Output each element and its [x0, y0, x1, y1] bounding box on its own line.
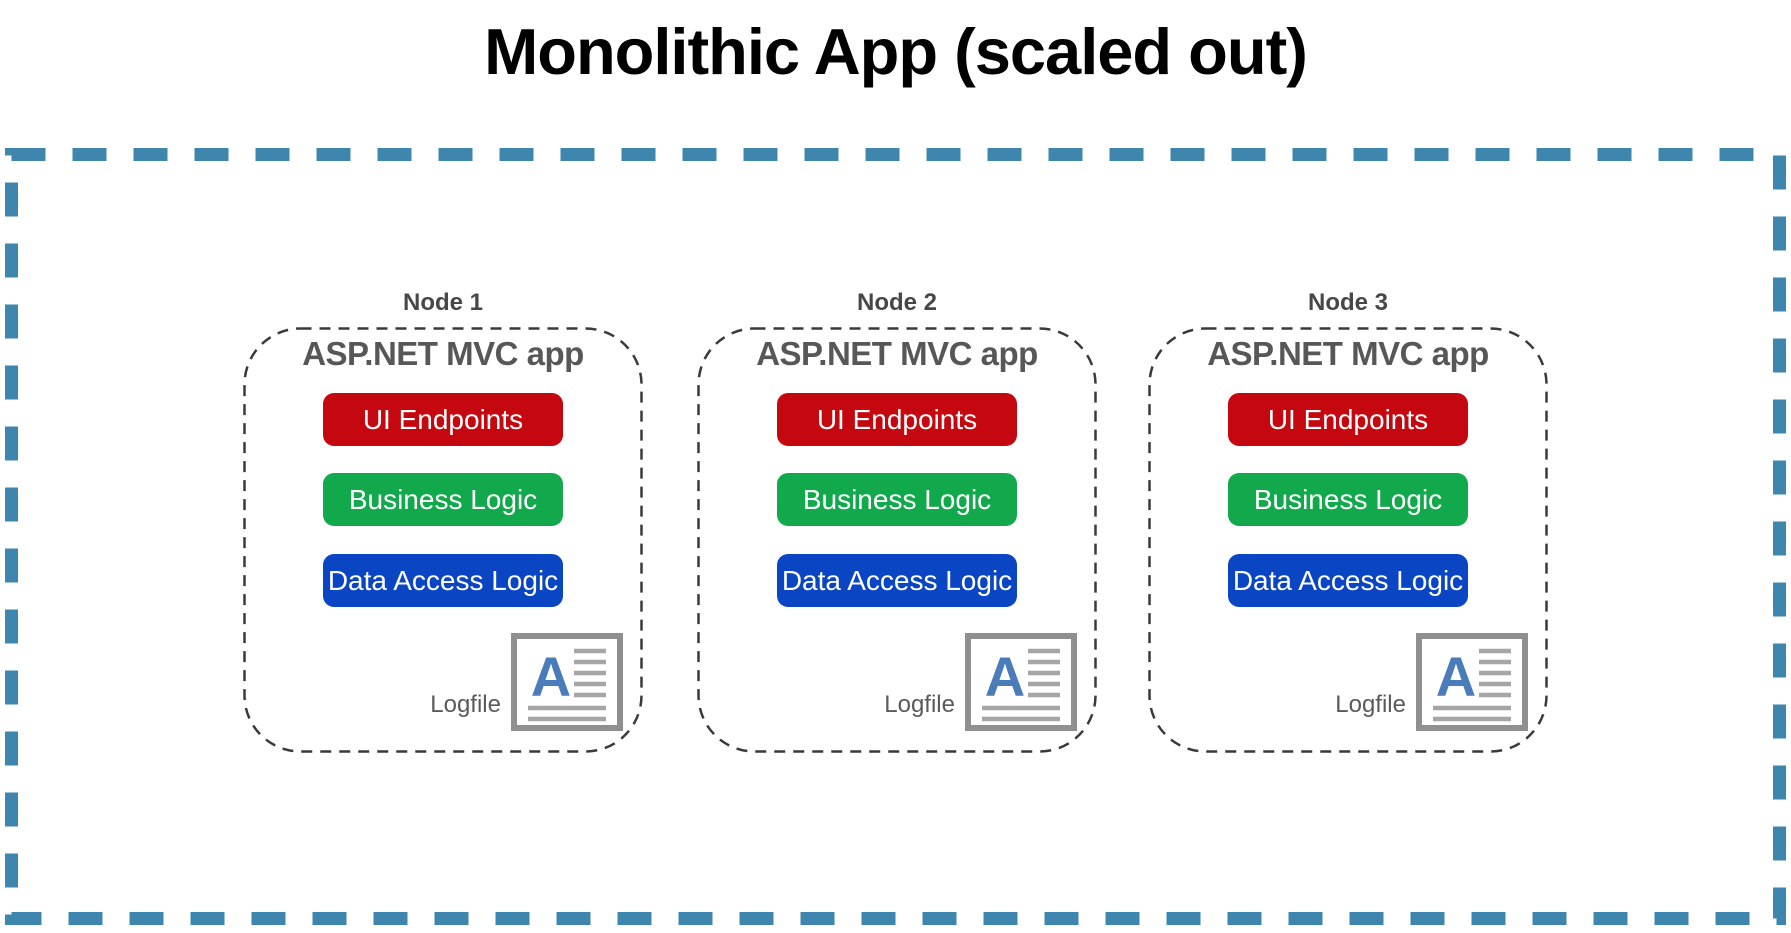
- node-2-logfile-row: Logfile A: [697, 633, 1097, 731]
- node-2-label: Node 2: [856, 289, 937, 316]
- node-3-box: ASP.NET MVC app UI Endpoints Business Lo…: [1148, 327, 1548, 753]
- logfile-icon: A: [511, 633, 623, 731]
- node-3-data-access-logic-layer: Data Access Logic: [1228, 554, 1468, 607]
- svg-text:A: A: [985, 645, 1025, 708]
- logfile-icon: A: [965, 633, 1077, 731]
- node-1-data-access-logic-layer: Data Access Logic: [323, 554, 563, 607]
- node-1: Node 1 ASP.NET MVC app UI Endpoints Busi…: [243, 283, 643, 753]
- node-2-logfile-label: Logfile: [884, 691, 955, 718]
- logfile-icon: A: [1416, 633, 1528, 731]
- node-3-label: Node 3: [1307, 289, 1388, 316]
- node-2: Node 2 ASP.NET MVC app UI Endpoints Busi…: [697, 283, 1097, 753]
- node-1-dashed-border: [243, 327, 643, 753]
- node-3: Node 3 ASP.NET MVC app UI Endpoints Busi…: [1148, 283, 1548, 753]
- node-1-logfile-label: Logfile: [430, 691, 501, 718]
- node-2-ui-endpoints-layer: UI Endpoints: [777, 393, 1017, 446]
- svg-text:A: A: [531, 645, 571, 708]
- node-2-business-logic-layer: Business Logic: [777, 473, 1017, 526]
- scaled-out-boundary-frame: [5, 148, 1786, 925]
- node-1-app-heading: ASP.NET MVC app: [302, 335, 584, 372]
- page-title: Monolithic App (scaled out): [484, 15, 1308, 88]
- node-3-logfile-row: Logfile A: [1148, 633, 1548, 731]
- node-2-data-access-logic-layer: Data Access Logic: [777, 554, 1017, 607]
- node-3-business-logic-layer: Business Logic: [1228, 473, 1468, 526]
- node-1-logfile-row: Logfile A: [243, 633, 643, 731]
- svg-text:A: A: [1436, 645, 1476, 708]
- node-3-app-heading: ASP.NET MVC app: [1207, 335, 1489, 372]
- node-3-dashed-border: [1148, 327, 1548, 753]
- node-1-label: Node 1: [402, 289, 483, 316]
- node-2-box: ASP.NET MVC app UI Endpoints Business Lo…: [697, 327, 1097, 753]
- node-1-box: ASP.NET MVC app UI Endpoints Business Lo…: [243, 327, 643, 753]
- node-3-logfile-label: Logfile: [1335, 691, 1406, 718]
- node-2-app-heading: ASP.NET MVC app: [756, 335, 1038, 372]
- node-1-business-logic-layer: Business Logic: [323, 473, 563, 526]
- node-2-dashed-border: [697, 327, 1097, 753]
- node-3-ui-endpoints-layer: UI Endpoints: [1228, 393, 1468, 446]
- node-1-ui-endpoints-layer: UI Endpoints: [323, 393, 563, 446]
